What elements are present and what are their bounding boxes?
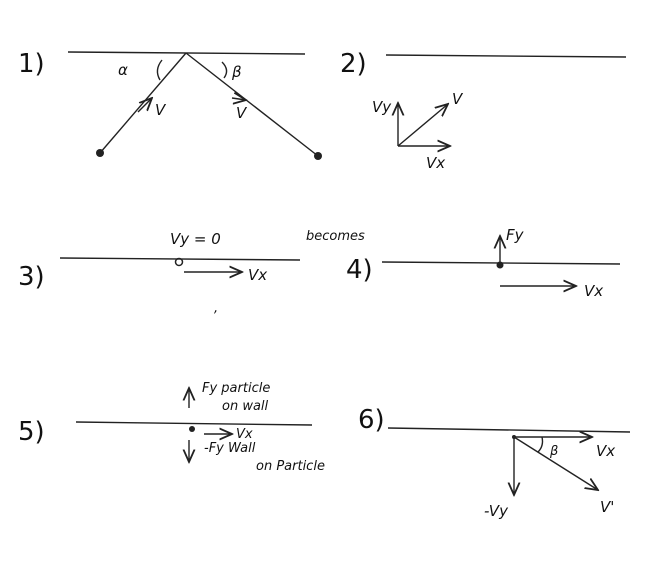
particle-end [314,152,322,160]
vx-label: Vx [236,427,253,442]
vx-label: Vx [596,442,615,460]
panel-number: 1) [18,49,45,79]
v-prime-arrow [513,436,598,490]
beta-arc [537,436,544,453]
v-out-label: V [236,104,248,122]
v-prime-label: V' [600,498,614,516]
vx-label: Vx [584,282,603,300]
panel-5: 5) Fy particle on wall Vx -Fy Wall on Pa… [18,381,325,474]
particle [189,426,195,432]
neg-fy-label-line1: -Fy Wall [204,441,256,456]
fy-label-line2: on wall [222,399,269,414]
panel-2: 2) Vy V Vx [340,49,627,172]
wall-line [387,427,631,433]
v-label: V [452,90,464,108]
vy-label: Vy [372,98,392,116]
panel-3: 3) Vy = 0 Vx becomes [18,229,365,292]
particle-start [96,149,104,157]
vx-label: Vx [426,154,445,172]
v-in-label: V [155,101,167,119]
panel-1: 1) α β V V [18,49,322,160]
panel-number: 3) [18,262,45,292]
vy-zero-label: Vy = 0 [170,230,221,248]
v-arrow [397,104,448,147]
neg-vy-label: -Vy [484,502,509,520]
panel-number: 6) [358,405,385,435]
velocity-arrow-in [137,98,152,113]
panel-6: 6) Vx -Vy V' β [358,405,631,520]
beta-label: β [231,63,242,81]
vx-label: Vx [248,266,267,284]
panel-4: 4) Fy Vx [346,226,621,300]
panel-number: 5) [18,417,45,447]
fy-label-line1: Fy particle [202,381,270,396]
incident-path [99,52,187,154]
particle [496,261,504,269]
wall-line [75,421,313,426]
particle [174,257,184,267]
wall-line [385,54,627,58]
alpha-label: α [118,61,128,79]
beta-label: β [549,444,558,459]
fy-label: Fy [506,226,525,244]
alpha-arc [156,59,163,81]
becomes-label: becomes [306,229,365,244]
beta-arc [221,61,228,79]
panel-number: 2) [340,49,367,79]
stray-mark: , [214,301,218,316]
reflected-path [185,52,319,157]
panel-number: 4) [346,255,373,285]
velocity-arrow-out [231,98,246,100]
neg-fy-label-line2: on Particle [256,459,325,474]
